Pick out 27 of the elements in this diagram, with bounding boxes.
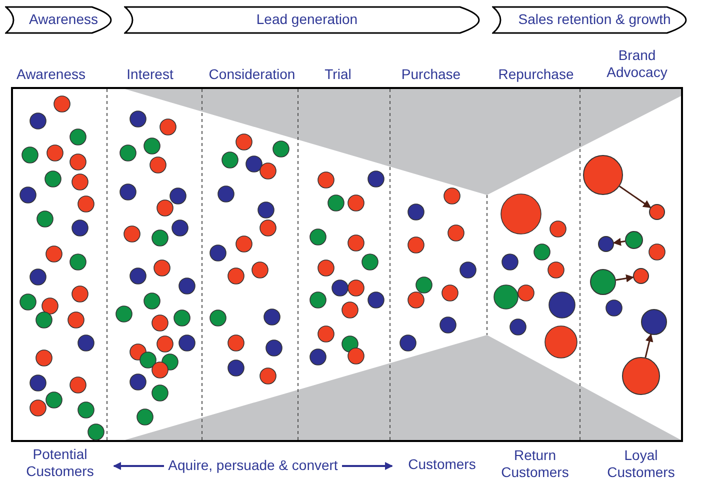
stage-caption: Return Customers bbox=[500, 447, 570, 481]
customer-dot bbox=[622, 357, 660, 395]
customer-dot bbox=[625, 231, 643, 249]
stage-heading: Consideration bbox=[208, 66, 296, 83]
customer-dot bbox=[633, 268, 649, 284]
arrow bbox=[619, 186, 652, 208]
stage-heading: Trial bbox=[324, 66, 352, 83]
stage-heading: Interest bbox=[126, 66, 174, 83]
stage-caption: Loyal Customers bbox=[606, 447, 676, 481]
phase-title: Lead generation bbox=[255, 11, 359, 27]
customer-dot bbox=[649, 204, 665, 220]
customers-label: Customers bbox=[392, 456, 492, 473]
customer-dot bbox=[641, 309, 667, 335]
arrow bbox=[644, 334, 654, 358]
stage-heading: Purchase bbox=[400, 66, 462, 83]
potential-customers-label: Potential Customers bbox=[6, 446, 114, 480]
customer-dot bbox=[583, 155, 623, 195]
stage-heading: Repurchase bbox=[497, 66, 575, 83]
edge-label: Aquire, persuade & convert bbox=[164, 457, 342, 473]
phase-title: Sales retention & growth bbox=[517, 11, 672, 27]
stage-heading: Brand Advocacy bbox=[606, 47, 668, 81]
phase-title: Awareness bbox=[28, 11, 99, 27]
customer-dot bbox=[590, 269, 616, 295]
arrow bbox=[616, 274, 634, 282]
arrow bbox=[612, 238, 626, 246]
customer-dot bbox=[598, 236, 614, 252]
stage-heading: Awareness bbox=[15, 66, 86, 83]
